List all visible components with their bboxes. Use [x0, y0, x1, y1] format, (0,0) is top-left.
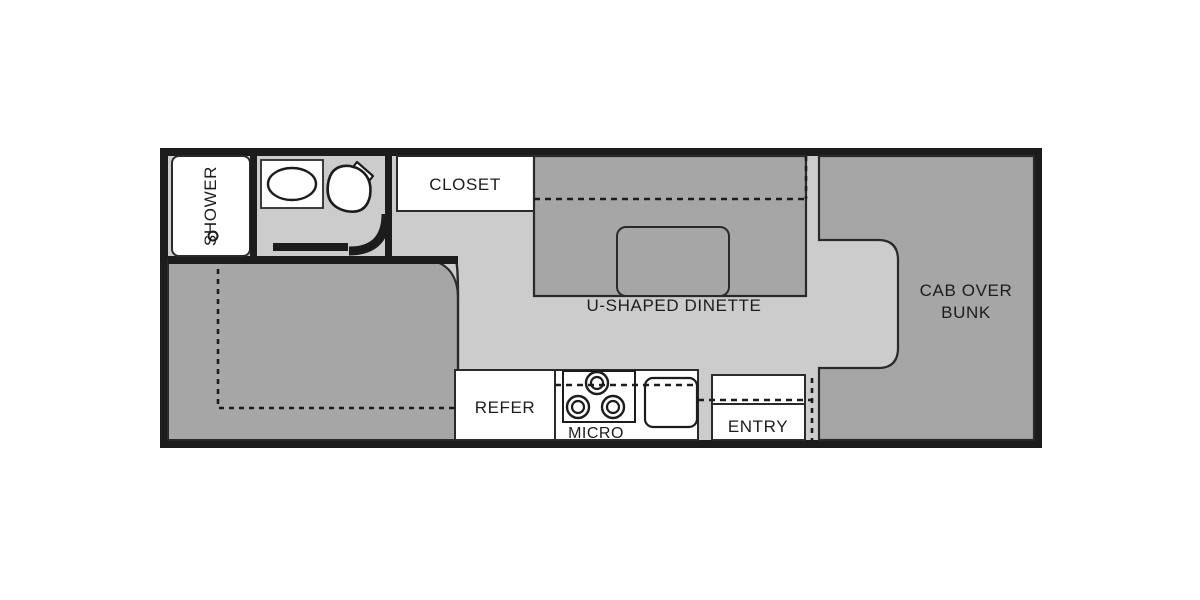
refer-box	[454, 369, 556, 441]
toilet-bowl	[326, 164, 372, 213]
closet-box	[396, 155, 535, 212]
sink-basin-icon	[266, 166, 318, 202]
burner-rear-center	[584, 370, 610, 396]
shower-drain-icon	[207, 230, 219, 242]
entry-box	[711, 374, 806, 441]
bathroom-door-swing-arc	[348, 213, 391, 256]
shower-room[interactable]: SHOWER	[171, 155, 251, 257]
rear-bed-dashed-outline	[216, 259, 462, 410]
bathroom-door-leaf	[273, 243, 348, 251]
cab-over-bunk[interactable]: CAB OVER BUNK	[817, 154, 1036, 442]
bathroom-door[interactable]	[273, 213, 391, 256]
refrigerator[interactable]: REFER	[454, 369, 556, 441]
shower-label: SHOWER	[201, 166, 220, 246]
u-shaped-dinette[interactable]: U-SHAPED DINETTE	[532, 154, 808, 315]
cab-over-bunk-label-line2: BUNK	[941, 303, 991, 322]
galley-counter[interactable]: MICRO	[554, 369, 699, 442]
micro-label: MICRO	[568, 425, 624, 442]
refer-label: REFER	[475, 398, 536, 417]
rear-bed-headwall	[168, 256, 458, 264]
burner-front-right	[600, 394, 626, 420]
burner-front-left	[565, 394, 591, 420]
entry-label: ENTRY	[728, 417, 788, 436]
cab-over-bunk-surface	[817, 154, 1036, 442]
toilet-icon	[326, 160, 375, 213]
cooktop-icon	[562, 370, 636, 423]
closet[interactable]: CLOSET	[396, 155, 535, 212]
lavatory-room	[257, 156, 392, 256]
shower-divider-wall	[250, 156, 257, 256]
cab-over-bunk-label-line1: CAB OVER	[920, 281, 1013, 300]
kitchen-sink-icon	[643, 376, 699, 429]
entry-door[interactable]: ENTRY	[698, 374, 814, 441]
dinette-label: U-SHAPED DINETTE	[587, 296, 762, 315]
lavatory-right-wall	[385, 156, 392, 256]
closet-label: CLOSET	[429, 175, 501, 194]
dinette-table	[616, 226, 730, 297]
